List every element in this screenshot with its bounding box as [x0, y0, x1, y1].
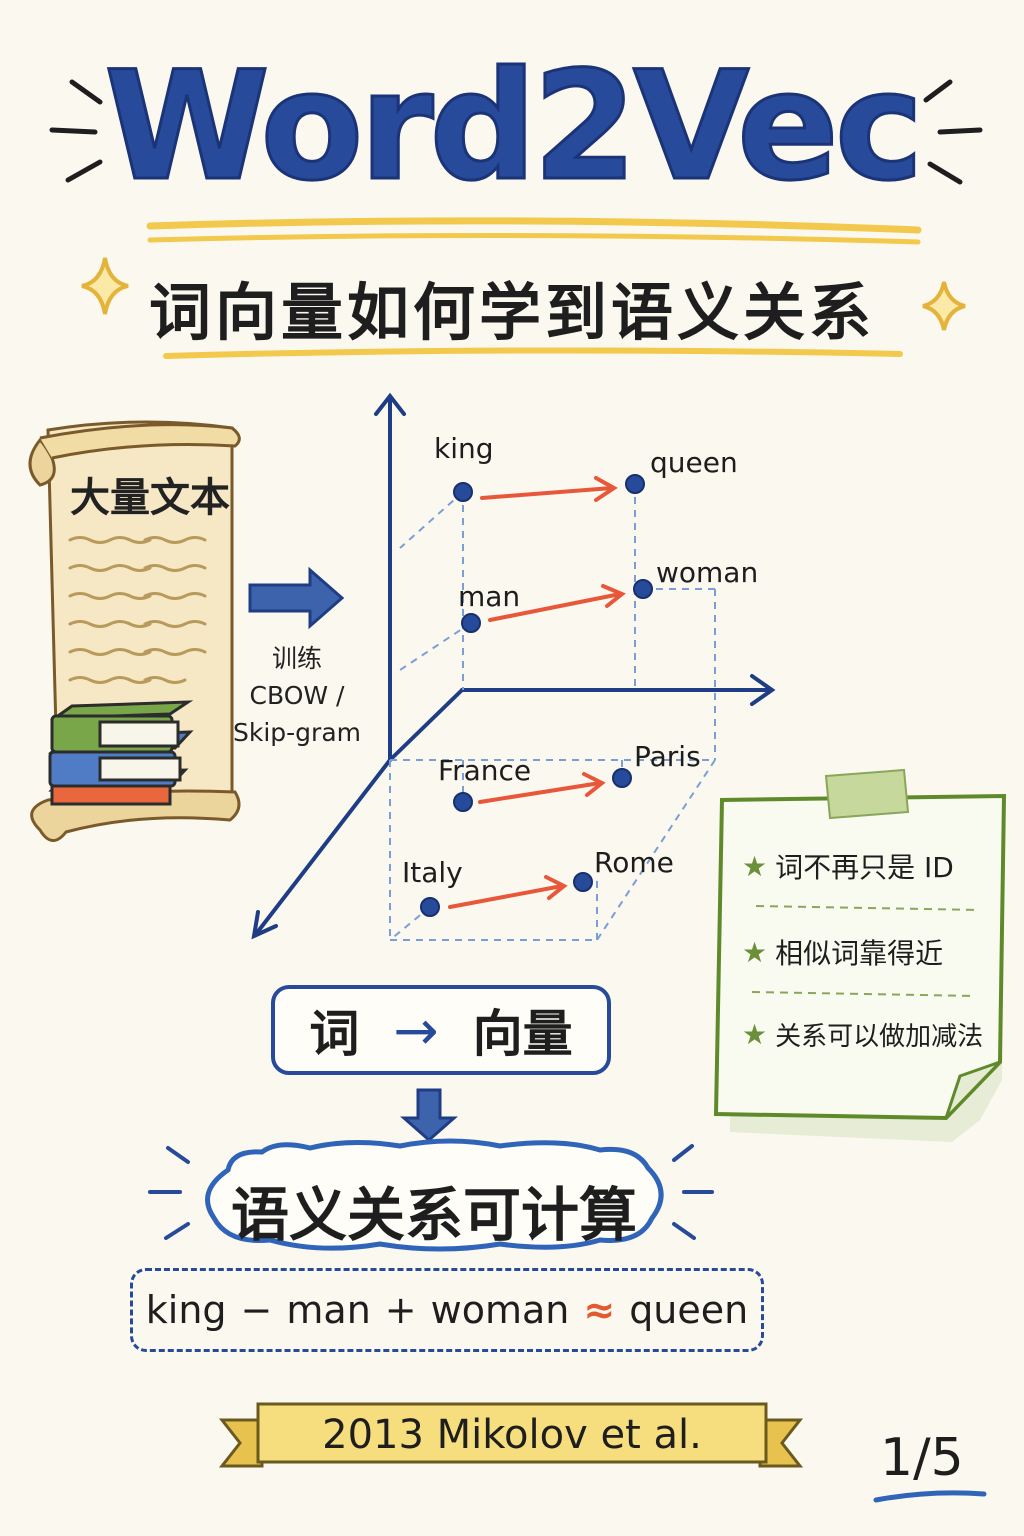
point-rome: [573, 872, 593, 892]
right-arrow-icon: →: [393, 998, 439, 1062]
word-text: 词: [309, 1005, 360, 1063]
point-man: [461, 613, 481, 633]
ribbon-banner: [218, 1402, 804, 1468]
title-sparkle-right-icon: [923, 79, 983, 185]
page-number: 1/5: [880, 1428, 964, 1488]
cloud-outline: [205, 1138, 664, 1252]
vector-axes: [251, 392, 776, 940]
formula-box: king − man + woman ≈ queen: [130, 1268, 764, 1352]
citation-banner: 2013 Mikolov et al.: [322, 1412, 702, 1458]
computable-heading: 语义关系可计算: [230, 1181, 637, 1249]
point-queen: [625, 474, 645, 494]
label-woman: woman: [656, 556, 759, 589]
note-item-3: ★ 关系可以做加减法: [742, 1016, 1002, 1053]
computable-sparkles-icon: [148, 1144, 714, 1240]
word-to-vector-box: 词 → 向量: [271, 985, 611, 1075]
note-item-text: 关系可以做加减法: [775, 1022, 984, 1052]
point-italy: [420, 897, 440, 917]
training-label-line2: CBOW /: [249, 681, 345, 710]
star-icon: ★: [742, 935, 768, 969]
star-icon: ★: [742, 849, 768, 883]
star-icon: ★: [742, 1018, 768, 1051]
sparkle-star-left-icon: [81, 257, 129, 315]
books-icon: [47, 700, 194, 806]
formula-queen: queen: [629, 1288, 749, 1332]
point-king: [453, 482, 473, 502]
label-italy: Italy: [402, 856, 463, 889]
label-paris: Paris: [634, 740, 701, 773]
sparkle-star-right-icon: [922, 281, 966, 331]
note-item-1: ★ 词不再只是 ID: [742, 846, 1002, 886]
label-rome: Rome: [594, 846, 674, 879]
label-man: man: [458, 580, 521, 613]
page-title: Word2Vec: [103, 39, 925, 216]
point-paris: [612, 768, 632, 788]
point-france: [453, 792, 473, 812]
scroll-title: 大量文本: [70, 475, 230, 521]
formula-minus: −: [240, 1288, 273, 1332]
training-label: 训练 CBOW / Skip-gram: [232, 640, 362, 751]
down-arrow-icon: [400, 1088, 458, 1142]
formula-plus: +: [384, 1288, 417, 1332]
label-queen: queen: [650, 446, 738, 479]
formula-woman: woman: [430, 1288, 570, 1332]
relation-arrows: [448, 476, 626, 909]
training-label-line3: Skip-gram: [232, 718, 361, 747]
point-woman: [633, 579, 653, 599]
formula-king: king: [145, 1288, 227, 1332]
note-item-2: ★ 相似词靠得近: [742, 932, 1002, 972]
note-card: [713, 768, 1007, 1142]
training-label-line1: 训练: [271, 644, 322, 673]
title-sparkle-left-icon: [49, 79, 103, 183]
formula-man: man: [286, 1288, 371, 1332]
vector-points: [420, 474, 653, 917]
vector-text: 向量: [472, 1005, 573, 1063]
formula-approx: ≈: [583, 1288, 616, 1332]
note-item-text: 相似词靠得近: [775, 937, 944, 970]
page-subtitle: 词向量如何学到语义关系: [148, 276, 875, 349]
label-king: king: [434, 432, 494, 465]
train-arrow-icon: [248, 566, 345, 630]
label-france: France: [438, 754, 532, 787]
note-item-text: 词不再只是 ID: [775, 851, 954, 884]
